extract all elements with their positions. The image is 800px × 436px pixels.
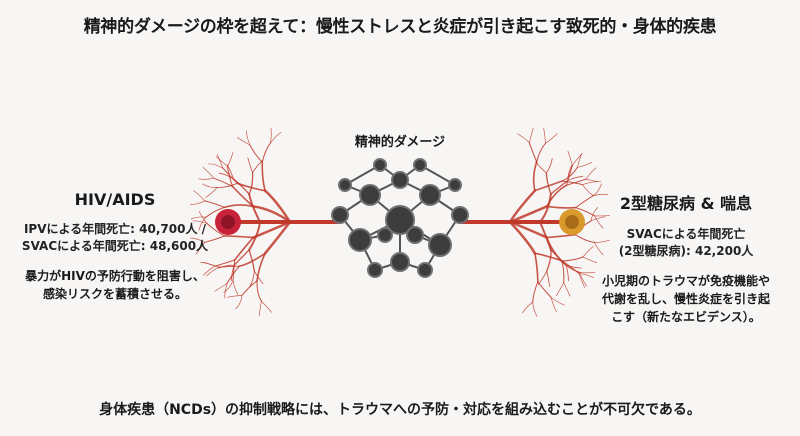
network-node bbox=[451, 206, 469, 224]
network-node bbox=[419, 184, 441, 206]
diabetes-stat-line: SVACによる年間死亡 bbox=[626, 227, 746, 241]
diabetes-stat-line: (2型糖尿病): 42,200人 bbox=[618, 244, 754, 258]
diabetes-stats: SVACによる年間死亡 (2型糖尿病): 42,200人 bbox=[572, 226, 800, 260]
hiv-stat-svac: SVACによる年間死亡: 48,600人 bbox=[21, 239, 209, 253]
hiv-desc-line: 感染リスクを蓄積させる。 bbox=[42, 287, 187, 301]
diabetes-heading: 2型糖尿病 & 喘息 bbox=[619, 194, 753, 213]
diabetes-desc-line: 代謝を乱し、慢性炎症を引き起 bbox=[601, 292, 770, 306]
hiv-desc-line: 暴力がHIVの予防行動を阻害し、 bbox=[25, 269, 205, 283]
diabetes-desc-line: こす（新たなエビデンス）。 bbox=[611, 310, 761, 324]
network-node bbox=[448, 178, 462, 192]
network-node bbox=[331, 206, 349, 224]
network-node bbox=[391, 171, 409, 189]
vessel-branches bbox=[189, 127, 610, 317]
center-label: 精神的ダメージ bbox=[354, 135, 446, 150]
network-node bbox=[348, 228, 372, 252]
hiv-panel: HIV/AIDS IPVによる年間死亡: 40,700人 / SVACによる年間… bbox=[0, 190, 230, 303]
network-node bbox=[428, 233, 452, 257]
neural-network-icon bbox=[331, 158, 469, 278]
hiv-description: 暴力がHIVの予防行動を阻害し、 感染リスクを蓄積させる。 bbox=[0, 267, 230, 303]
hiv-heading: HIV/AIDS bbox=[74, 190, 156, 209]
network-node bbox=[338, 178, 352, 192]
network-node bbox=[385, 205, 415, 235]
hiv-stat-ipv: IPVによる年間死亡: 40,700人 / bbox=[23, 222, 207, 236]
network-node bbox=[373, 158, 387, 172]
diabetes-panel: 2型糖尿病 & 喘息 SVACによる年間死亡 (2型糖尿病): 42,200人 … bbox=[572, 190, 800, 326]
network-node bbox=[413, 158, 427, 172]
network-node bbox=[377, 227, 393, 243]
page-title: 精神的ダメージの枠を超えて：慢性ストレスと炎症が引き起こす致死的・身体的疾患 bbox=[83, 17, 717, 37]
network-node bbox=[390, 252, 410, 272]
network-node bbox=[367, 262, 383, 278]
footer-conclusion: 身体疾患（NCDs）の抑制戦略には、トラウマへの予防・対応を組み込むことが不可欠… bbox=[99, 402, 701, 418]
hiv-stats: IPVによる年間死亡: 40,700人 / SVACによる年間死亡: 48,60… bbox=[0, 221, 230, 255]
network-node bbox=[359, 184, 381, 206]
diabetes-desc-line: 小児期のトラウマが免疫機能や bbox=[601, 274, 770, 288]
network-node bbox=[406, 226, 424, 244]
network-node bbox=[417, 262, 433, 278]
diabetes-description: 小児期のトラウマが免疫機能や 代謝を乱し、慢性炎症を引き起 こす（新たなエビデン… bbox=[572, 272, 800, 326]
